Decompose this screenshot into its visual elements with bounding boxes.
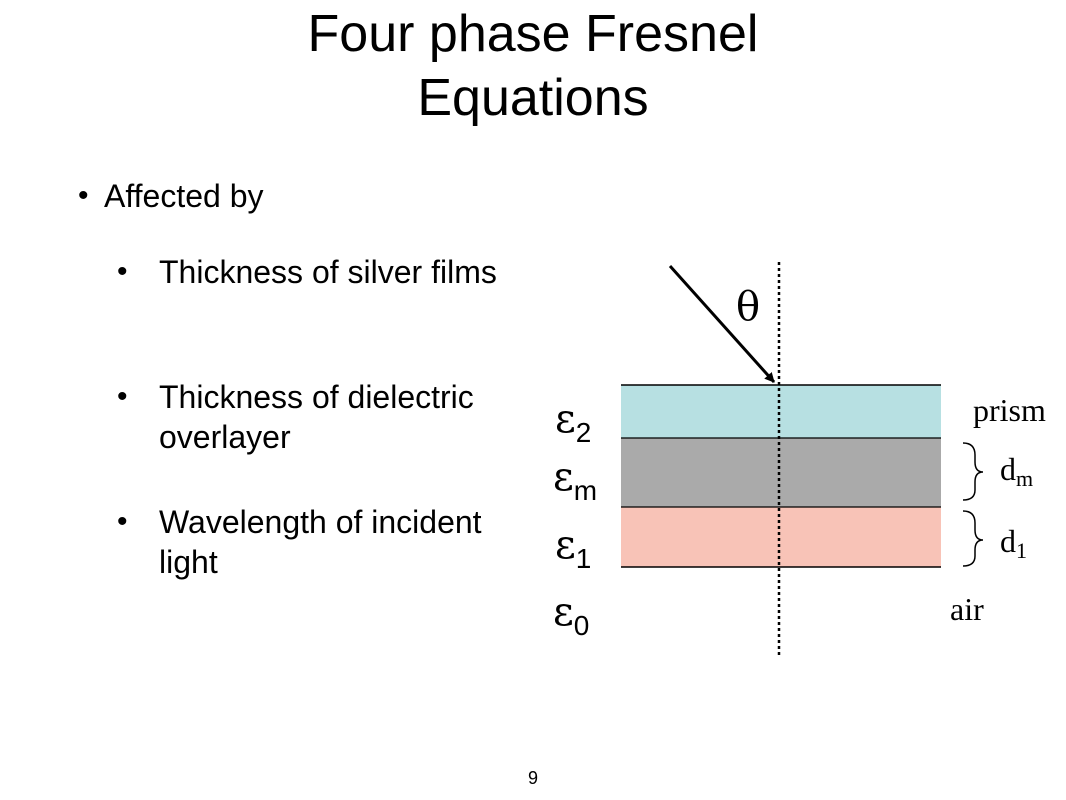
air-label: air <box>950 591 984 627</box>
epsilon-subscript: 0 <box>574 610 590 641</box>
sub-bullet-text: Thickness of dielectric overlayer <box>159 379 474 455</box>
d1-label: d1 <box>1000 523 1027 563</box>
bullet-dot-icon: • <box>117 505 128 538</box>
epsilon-1-label: ε1 <box>555 522 591 574</box>
epsilon-m-label: εm <box>553 454 597 506</box>
bullet-dot-icon: • <box>117 255 128 288</box>
epsilon-symbol: ε <box>555 522 576 568</box>
main-bullet-text: Affected by <box>104 178 264 214</box>
dm-subscript: m <box>1016 466 1033 491</box>
epsilon-subscript: 1 <box>576 543 592 574</box>
thickness-brace-metal <box>962 442 984 501</box>
title-line-1: Four phase Fresnel <box>307 5 759 63</box>
d1-subscript: 1 <box>1016 538 1027 563</box>
title-line-2: Equations <box>417 69 649 127</box>
sub-bullet-text: Thickness of silver films <box>159 254 497 290</box>
sub-bullet-text: Wavelength of incident light <box>159 504 482 580</box>
prism-layer <box>621 385 941 438</box>
prism-label: prism <box>973 392 1046 428</box>
incident-ray-arrow <box>668 264 776 384</box>
slide-title: Four phase Fresnel Equations <box>0 2 1066 130</box>
epsilon-symbol: ε <box>555 396 576 442</box>
epsilon-2-label: ε2 <box>555 396 591 448</box>
dielectric-layer <box>621 507 941 567</box>
epsilon-subscript: m <box>574 475 597 506</box>
epsilon-symbol: ε <box>553 589 574 635</box>
thickness-brace-dielectric <box>962 510 984 567</box>
dm-main: d <box>1000 451 1016 487</box>
bullet-dot-icon: • <box>78 179 89 212</box>
d1-main: d <box>1000 523 1016 559</box>
metal-layer <box>621 438 941 507</box>
angle-theta-label: θ <box>736 284 760 330</box>
bullet-dot-icon: • <box>117 380 128 413</box>
epsilon-subscript: 2 <box>576 417 592 448</box>
epsilon-symbol: ε <box>553 454 574 500</box>
epsilon-0-label: ε0 <box>553 589 589 641</box>
dm-label: dm <box>1000 451 1033 491</box>
page-number: 9 <box>527 768 538 788</box>
